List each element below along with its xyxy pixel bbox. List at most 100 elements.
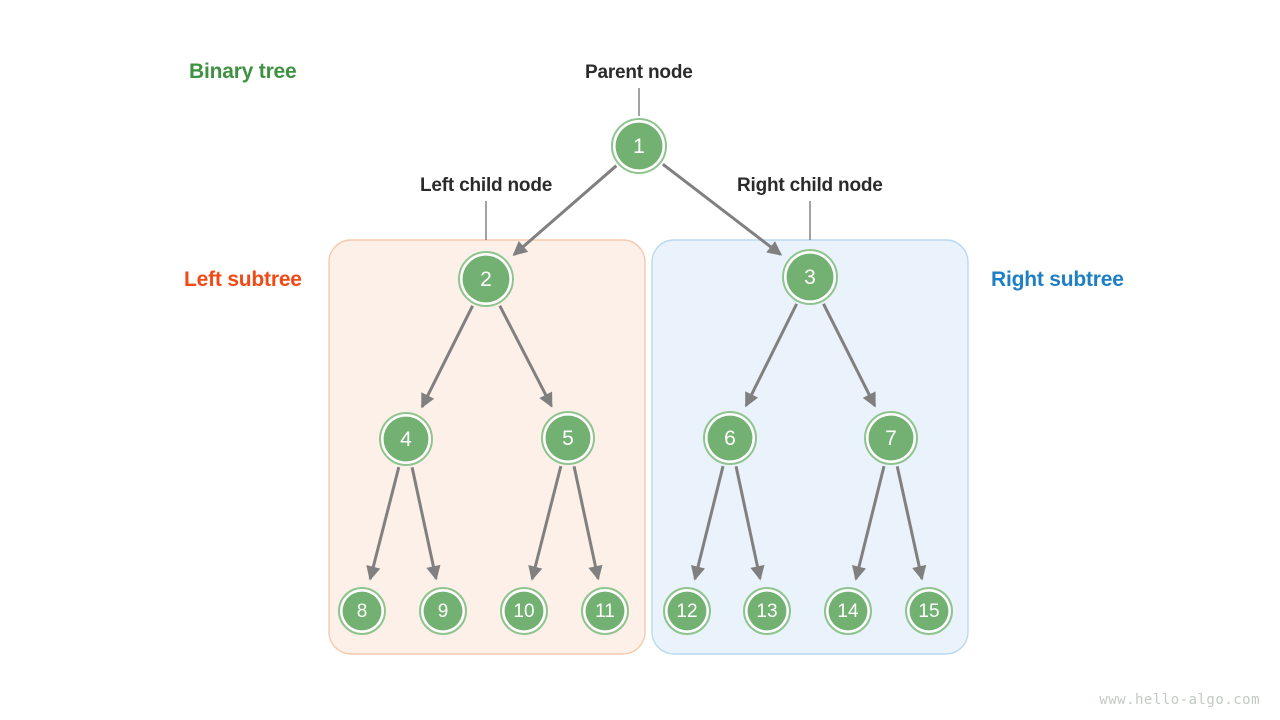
left-subtree-label: Left subtree	[184, 268, 302, 291]
node-outer-ring	[338, 587, 386, 635]
node-outer-ring	[541, 411, 595, 465]
node-circle	[747, 591, 787, 631]
node-gap-ring	[665, 589, 709, 633]
node-circle	[707, 415, 753, 461]
node-gap-ring	[705, 413, 755, 463]
node-circle	[383, 416, 429, 462]
tree-node[interactable]: 13	[743, 587, 791, 635]
node-value: 2	[480, 268, 492, 291]
tree-node[interactable]: 9	[419, 587, 467, 635]
node-gap-ring	[745, 589, 789, 633]
node-gap-ring	[502, 589, 546, 633]
node-gap-ring	[421, 589, 465, 633]
tree-node[interactable]: 2	[458, 251, 514, 307]
node-value: 12	[676, 601, 697, 622]
node-outer-ring	[611, 118, 667, 174]
node-gap-ring	[613, 120, 665, 172]
node-gap-ring	[460, 253, 512, 305]
tree-edge	[572, 466, 603, 581]
tree-edge	[366, 466, 401, 581]
tree-edge	[420, 305, 474, 409]
node-gap-ring	[583, 589, 627, 633]
right-subtree-label: Right subtree	[991, 268, 1124, 291]
tree-edge	[498, 304, 553, 408]
node-outer-ring	[743, 587, 791, 635]
node-outer-ring	[703, 411, 757, 465]
node-circle	[585, 591, 625, 631]
node-circle	[423, 591, 463, 631]
node-outer-ring	[581, 587, 629, 635]
node-circle	[615, 122, 663, 170]
node-outer-ring	[663, 587, 711, 635]
node-circle	[545, 415, 591, 461]
tree-node[interactable]: 8	[338, 587, 386, 635]
tree-node[interactable]: 10	[500, 587, 548, 635]
node-outer-ring	[905, 587, 953, 635]
node-gap-ring	[381, 414, 431, 464]
node-circle	[786, 253, 834, 301]
node-gap-ring	[866, 413, 916, 463]
page-title: Binary tree	[189, 60, 297, 83]
node-circle	[342, 591, 382, 631]
node-circle	[504, 591, 544, 631]
tree-edges	[366, 163, 927, 581]
node-circle	[868, 415, 914, 461]
node-outer-ring	[419, 587, 467, 635]
node-outer-ring	[379, 412, 433, 466]
callout-parent-node: Parent node	[585, 62, 693, 83]
node-circle	[667, 591, 707, 631]
node-outer-ring	[782, 249, 838, 305]
callout-right-child-node: Right child node	[737, 175, 883, 196]
tree-node[interactable]: 3	[782, 249, 838, 305]
tree-edge	[512, 164, 618, 256]
callout-pointer-lines	[485, 88, 811, 240]
node-value: 10	[513, 601, 534, 622]
node-value: 11	[595, 601, 615, 622]
tree-node[interactable]: 14	[824, 587, 872, 635]
node-gap-ring	[784, 251, 836, 303]
tree-node[interactable]: 5	[541, 411, 595, 465]
node-value: 15	[918, 601, 939, 622]
node-value: 8	[357, 601, 368, 622]
tree-edge	[895, 466, 927, 581]
tree-edge	[691, 465, 725, 581]
tree-edge	[410, 467, 441, 581]
tree-node[interactable]: 11	[581, 587, 629, 635]
tree-node[interactable]: 1	[611, 118, 667, 174]
left-subtree-region	[328, 239, 646, 655]
tree-edge	[852, 465, 886, 581]
node-value: 6	[724, 427, 736, 450]
node-value: 5	[562, 427, 574, 450]
tree-node[interactable]: 7	[864, 411, 918, 465]
tree-node[interactable]: 4	[379, 412, 433, 466]
tree-node[interactable]: 12	[663, 587, 711, 635]
node-value: 13	[756, 601, 777, 622]
tree-edge	[734, 466, 765, 581]
node-value: 1	[633, 135, 645, 158]
node-gap-ring	[543, 413, 593, 463]
node-value: 4	[400, 428, 412, 451]
node-circle	[828, 591, 868, 631]
node-outer-ring	[500, 587, 548, 635]
node-value: 7	[885, 427, 897, 450]
node-value: 3	[804, 266, 816, 289]
node-outer-ring	[458, 251, 514, 307]
node-gap-ring	[340, 589, 384, 633]
tree-edge	[822, 303, 877, 408]
tree-node[interactable]: 6	[703, 411, 757, 465]
node-gap-ring	[907, 589, 951, 633]
node-gap-ring	[826, 589, 870, 633]
callout-left-child-node: Left child node	[420, 175, 553, 196]
node-circle	[462, 255, 510, 303]
tree-node[interactable]: 15	[905, 587, 953, 635]
node-value: 14	[837, 601, 859, 622]
node-outer-ring	[864, 411, 918, 465]
node-circle	[909, 591, 949, 631]
tree-edge	[528, 465, 563, 581]
tree-edge	[661, 163, 783, 256]
node-outer-ring	[824, 587, 872, 635]
